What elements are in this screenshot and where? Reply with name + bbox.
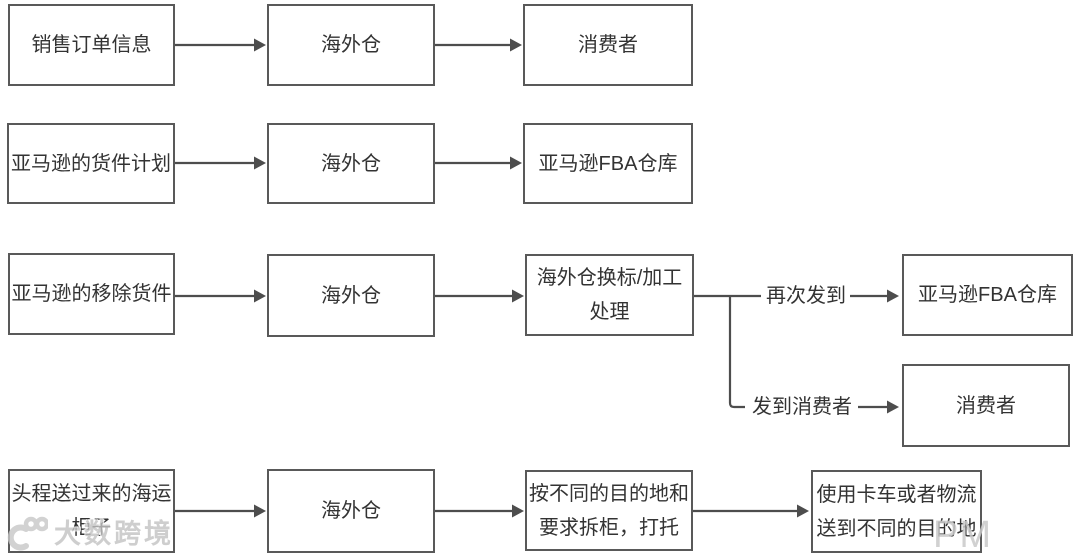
node-label: 头程送过来的海运 柜子 (11, 483, 172, 539)
node-amazon-removal-shipment: 亚马逊的移除货件 (8, 253, 175, 335)
node-truck-logistics-delivery: 使用卡车或者物流 送到不同的目的地 (811, 470, 982, 553)
node-first-leg-sea-container: 头程送过来的海运 柜子 (8, 469, 175, 553)
node-label: 海外仓 (321, 284, 381, 307)
node-label: 海外仓换标/加工 处理 (536, 267, 683, 323)
node-label: 海外仓 (321, 500, 381, 522)
node-label: 按不同的目的地和 要求拆柜，打托 (529, 482, 689, 539)
node-relabel-processing: 海外仓换标/加工 处理 (525, 254, 694, 336)
node-amazon-shipment-plan: 亚马逊的货件计划 (7, 123, 175, 204)
node-label: 亚马逊FBA仓库 (918, 284, 1057, 306)
node-label: 销售订单信息 (31, 34, 152, 56)
edge-label-ship-to-consumer: 发到消费者 (752, 396, 852, 418)
node-label: 海外仓 (321, 34, 381, 56)
node-unpack-palletize: 按不同的目的地和 要求拆柜，打托 (525, 470, 693, 551)
node-amazon-fba-warehouse-2: 亚马逊FBA仓库 (902, 254, 1073, 336)
node-label: 亚马逊的货件计划 (11, 152, 171, 175)
node-label: 消费者 (578, 34, 638, 56)
node-amazon-fba-warehouse-1: 亚马逊FBA仓库 (523, 123, 693, 204)
node-overseas-warehouse-2: 海外仓 (267, 123, 435, 204)
node-label: 亚马逊FBA仓库 (538, 152, 678, 175)
node-overseas-warehouse-4: 海外仓 (267, 469, 435, 553)
node-consumer-1: 消费者 (523, 4, 693, 86)
node-consumer-2: 消费者 (902, 364, 1070, 447)
node-sales-order-info: 销售订单信息 (8, 4, 175, 86)
node-label: 使用卡车或者物流 送到不同的目的地 (816, 483, 977, 540)
node-label: 海外仓 (321, 152, 381, 175)
node-label: 亚马逊的移除货件 (11, 283, 172, 305)
node-overseas-warehouse-1: 海外仓 (267, 4, 435, 86)
edge-label-resend: 再次发到 (766, 285, 846, 307)
node-label: 消费者 (956, 394, 1016, 417)
node-overseas-warehouse-3: 海外仓 (267, 254, 435, 337)
